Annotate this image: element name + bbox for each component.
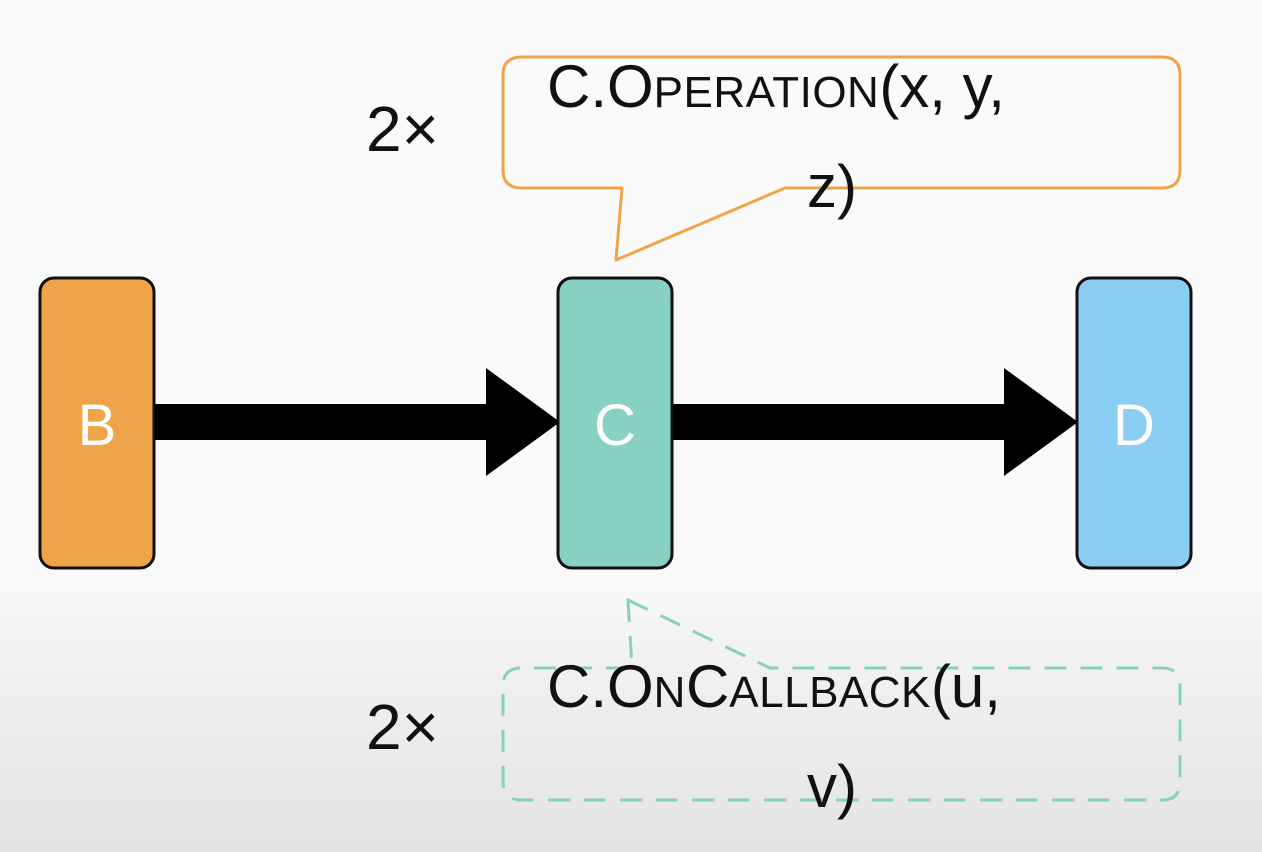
callback-callout-text: C.ONCALLBACK(u, v) xyxy=(505,640,1185,834)
node-c xyxy=(556,276,674,570)
operation-method-initial: O xyxy=(607,53,654,120)
operation-callout-text: C.OPERATION(x, y, z) xyxy=(505,40,1185,234)
node-b-label: B xyxy=(77,393,117,458)
operation-signature-line1: C.OPERATION(x, y, xyxy=(505,40,1185,140)
operation-args-line1: (x, y, xyxy=(879,53,1005,120)
callback-method-rest-1: N xyxy=(653,668,686,717)
node-c-label: C xyxy=(594,393,636,458)
operation-count: 2× xyxy=(366,93,439,165)
node-d-label: D xyxy=(1113,393,1155,458)
callback-args-line1: (u, xyxy=(930,653,1001,720)
operation-args-line2: z) xyxy=(807,153,857,220)
callback-method-rest-2: ALLBACK xyxy=(729,668,931,717)
callback-callout-bubble xyxy=(501,598,1182,802)
operation-prefix: C. xyxy=(547,53,607,120)
callback-signature-line1: C.ONCALLBACK(u, xyxy=(505,640,1185,740)
arrow-b-to-c xyxy=(152,368,560,476)
callback-count: 2× xyxy=(366,691,439,763)
operation-method-rest: PERATION xyxy=(653,68,880,117)
arrow-c-to-d xyxy=(670,368,1078,476)
node-b xyxy=(38,276,156,570)
callback-prefix: C. xyxy=(547,653,607,720)
operation-callout-bubble xyxy=(501,55,1182,262)
node-d xyxy=(1075,276,1193,570)
callback-method-initial-2: C xyxy=(685,653,730,720)
callback-args-line2: v) xyxy=(807,753,857,820)
callback-method-initial-1: O xyxy=(607,653,654,720)
